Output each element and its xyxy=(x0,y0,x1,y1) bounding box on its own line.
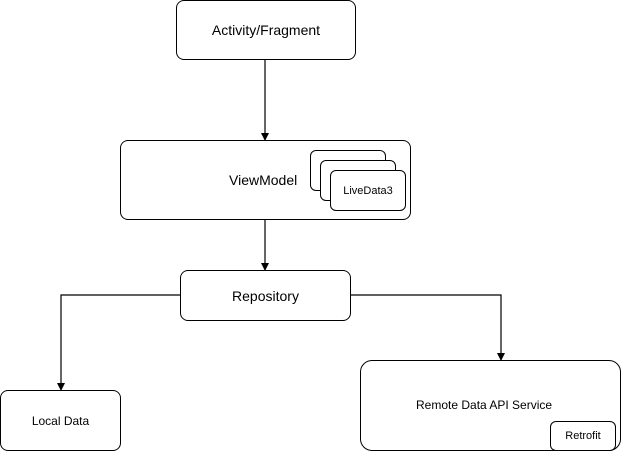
repository-node: Repository xyxy=(180,270,351,321)
retrofit-label: Retrofit xyxy=(565,430,601,442)
livedata-label: LiveData3 xyxy=(343,184,393,197)
viewmodel-label: ViewModel xyxy=(229,172,298,188)
local-data-label: Local Data xyxy=(31,413,90,428)
activity-fragment-label: Activity/Fragment xyxy=(211,22,321,38)
edge-repository-to-local-data xyxy=(57,294,180,391)
local-data-node: Local Data xyxy=(0,390,121,451)
edge-repository-to-remote-service xyxy=(350,294,505,361)
repository-label: Repository xyxy=(232,287,299,304)
activity-fragment-node: Activity/Fragment xyxy=(176,0,356,60)
retrofit-node: Retrofit xyxy=(550,421,616,451)
livedata-node: LiveData3 xyxy=(330,170,406,211)
remote-data-api-service-label: Remote Data API Service xyxy=(416,398,553,412)
